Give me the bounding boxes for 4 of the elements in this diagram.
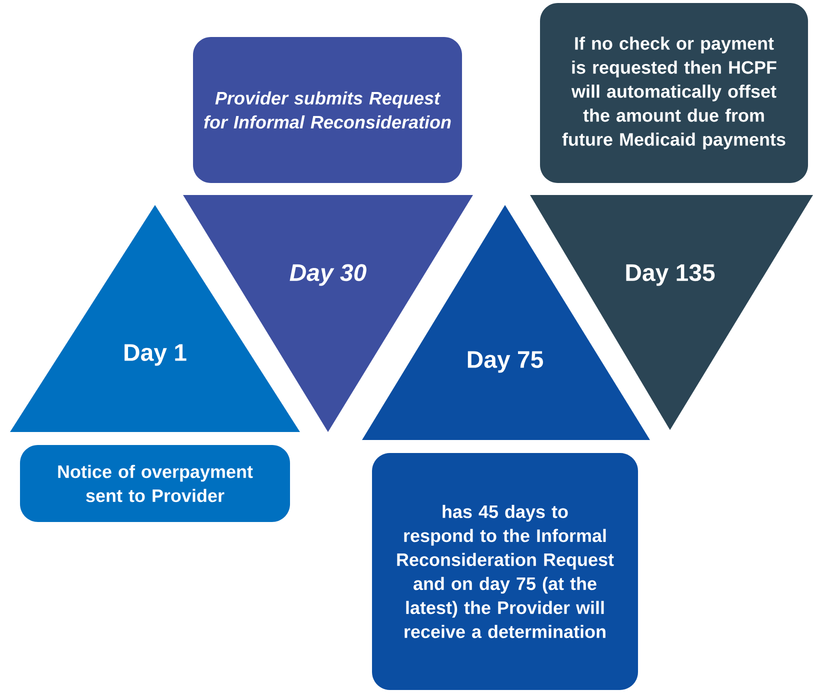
- text-box: Provider submits Request for Informal Reconsideration: [193, 37, 462, 183]
- text-box: has 45 days to respond to the Informal Reconsideration Request and on day 75 (at the latest) the Provider will receive a determination: [372, 453, 638, 690]
- text-box: Notice of overpayment sent to Provider: [20, 445, 290, 522]
- text-box: If no check or payment is requested then HCPF will automatically offset the amount due from future Medicaid payments: [540, 3, 808, 183]
